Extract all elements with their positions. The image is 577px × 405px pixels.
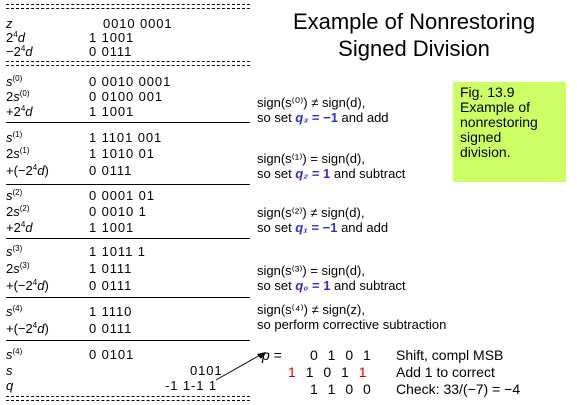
arrow-icon [215,352,266,381]
rule [6,184,250,185]
value-2s0: 0 0100 001 [89,89,164,104]
rule [6,238,250,239]
label-s4: s(4) [6,304,23,319]
quotient-digit: q₀ [295,278,309,293]
label-plus-2-4-d: +24d [6,104,33,119]
value-plus-2-4-d: 1 1001 [89,220,135,235]
double-rule-bottom [6,396,250,401]
note-step-0: sign(s⁽⁰⁾) ≠ sign(d), so set q₃ = −1 and… [257,95,389,125]
result-row-3-text: Check: 33/(−7) = −4 [396,381,521,397]
value-neg-2-4-d: 0 0111 [89,44,133,59]
value-s1: 1 1101 001 [89,130,163,145]
note-action: so set q₀ = 1 and subtract [257,278,406,293]
title-line-2: Signed Division [338,36,490,61]
quotient-value: = −1 [307,220,338,235]
label-plus-neg-2-4-d: +(−24d) [6,321,49,336]
label-s2: s(2) [6,188,23,203]
value-s4-final: 0 0101 [89,347,135,362]
quotient-digit: q₁ [295,220,308,235]
value-q: -1 1-1 1 [165,378,218,393]
slide-title: Example of Nonrestoring Signed Division [284,8,544,62]
double-rule-top [6,4,250,9]
note-step-3: sign(s⁽³⁾) = sign(d), so set q₀ = 1 and … [257,263,406,293]
value-s2: 0 0001 01 [89,188,155,203]
note-prefix: so set [257,166,296,181]
result-p-label: p = [262,347,282,363]
note-prefix: so set [257,278,296,293]
label-plus-2-4-d: +24d [6,220,33,235]
result-row-2-text: Add 1 to correct [396,364,495,380]
title-line-1: Example of Nonrestoring [292,9,536,34]
label-q: q [6,378,14,393]
label-neg-2-4-d: −24d [6,44,33,59]
note-prefix: so set [257,220,296,235]
note-condition: sign(s⁽⁰⁾) ≠ sign(d), [257,95,366,110]
label-2s1: 2s(1) [6,146,30,161]
label-2s2: 2s(2) [6,204,30,219]
note-action: so set q₃ = −1 and add [257,110,389,125]
value-plus-neg-2-4-d: 0 0111 [89,163,133,178]
quotient-digit: q₃ [295,110,309,125]
note-condition: sign(s⁽³⁾) = sign(d), [257,263,365,278]
value-2s1: 1 1010 01 [89,146,155,161]
label-s0: s(0) [6,74,23,89]
note-suffix: and subtract [330,278,406,293]
label-z: z [6,16,13,31]
value-s4: 1 1110 [89,304,133,319]
rule [6,297,250,298]
note-step-1: sign(s⁽¹⁾) = sign(d), so set q₂ = 1 and … [257,151,405,181]
value-2s3: 1 0111 [89,261,133,276]
value-s: 0101 [190,363,223,378]
label-2-4-d: 24d [6,30,25,45]
result-row-1-bits: 0 1 0 1 [310,347,374,363]
note-condition: sign(s⁽⁴⁾) ≠ sign(z), [257,302,365,317]
note-suffix: and subtract [330,166,406,181]
result-row-2-bits: 1 1 0 1 1 [288,364,370,380]
label-2s3: 2s(3) [6,261,30,276]
double-rule [6,61,250,66]
value-plus-neg-2-4-d: 0 0111 [89,278,133,293]
value-plus-2-4-d: 1 1001 [89,104,135,119]
label-s3: s(3) [6,244,23,259]
note-suffix: and add [337,220,389,235]
note-action: so set q₁ = −1 and add [257,220,388,235]
result-row-1-text: Shift, compl MSB [396,347,504,363]
quotient-value: = 1 [308,278,331,293]
value-s3: 1 1011 1 [89,244,146,259]
label-2s0: 2s(0) [6,89,30,104]
label-plus-neg-2-4-d: +(−24d) [6,278,49,293]
note-prefix: so set [257,110,296,125]
note-suffix: and add [337,110,389,125]
value-s0: 0 0010 0001 [89,74,172,89]
note-action: so set q₂ = 1 and subtract [257,166,405,181]
value-2s2: 0 0010 1 [89,204,147,219]
note-step-4: sign(s⁽⁴⁾) ≠ sign(z), so perform correct… [257,302,446,332]
quotient-value: = −1 [308,110,338,125]
label-s1: s(1) [6,130,23,145]
value-z: 0010 0001 [103,16,173,31]
rule [6,340,250,341]
label-s: s [6,363,13,378]
value-plus-neg-2-4-d: 0 0111 [89,321,133,336]
quotient-digit: q₂ [295,166,309,181]
rule [6,122,250,123]
value-2-4-d: 1 1001 [89,30,135,45]
result-row-3-bits: 1 1 0 0 [310,381,374,397]
figure-caption: Fig. 13.9 Example of nonrestoring signed… [453,82,566,182]
label-s4-final: s(4) [6,347,23,362]
correction-bit: 1 [358,364,370,380]
note-condition: sign(s⁽²⁾) ≠ sign(d), [257,205,365,220]
note-condition: sign(s⁽¹⁾) = sign(d), [257,151,365,166]
label-plus-neg-2-4-d: +(−24d) [6,163,49,178]
quotient-value: = 1 [308,166,331,181]
correction-bit: 1 [288,364,299,380]
bits: 1 0 1 [305,364,352,380]
note-step-2: sign(s⁽²⁾) ≠ sign(d), so set q₁ = −1 and… [257,205,388,235]
note-action: so perform corrective subtraction [257,317,447,332]
